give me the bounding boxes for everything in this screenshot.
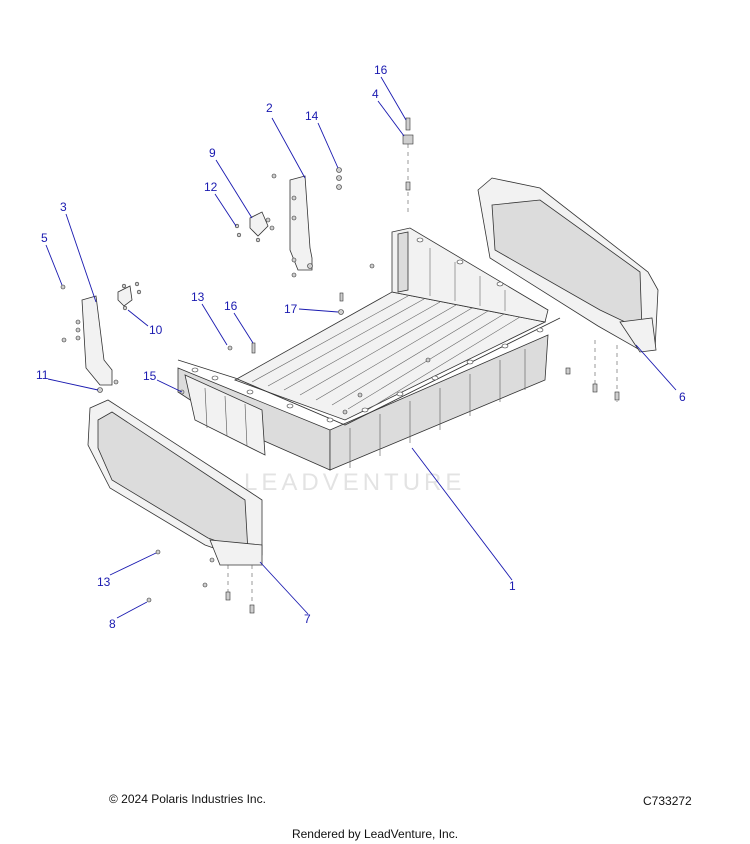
callout-7: 7 xyxy=(304,612,311,626)
callout-14: 14 xyxy=(305,109,319,123)
callout-12: 12 xyxy=(204,180,218,194)
cargo-box xyxy=(177,227,561,471)
callout-17: 17 xyxy=(284,302,298,316)
latch-assembly xyxy=(234,211,275,243)
callout-15: 15 xyxy=(143,369,157,383)
callout-13-top: 13 xyxy=(191,290,205,304)
callout-5: 5 xyxy=(41,231,48,245)
callout-10: 10 xyxy=(149,323,163,337)
retainer-and-screw xyxy=(402,117,414,215)
callout-numbers: 1 2 3 4 5 6 7 8 9 10 11 12 13 13 14 15 1… xyxy=(36,63,686,631)
rendered-by-text: Rendered by LeadVenture, Inc. xyxy=(291,827,459,841)
callout-13-bottom: 13 xyxy=(97,575,111,589)
callout-16-middle: 16 xyxy=(224,299,238,313)
callout-16-top: 16 xyxy=(374,63,388,77)
callout-4: 4 xyxy=(372,87,379,101)
hardware xyxy=(146,292,344,603)
latch-bracket xyxy=(117,281,142,311)
callout-8: 8 xyxy=(109,617,116,631)
callout-2: 2 xyxy=(266,101,273,115)
copyright-text: © 2024 Polaris Industries Inc. xyxy=(109,792,266,806)
callout-1: 1 xyxy=(509,579,516,593)
watermark: LEADVENTURE xyxy=(244,469,465,496)
nuts xyxy=(336,167,342,190)
diagram-id: C733272 xyxy=(643,794,692,808)
callout-9: 9 xyxy=(209,146,216,160)
left-side-panel xyxy=(87,399,263,614)
right-bracket xyxy=(271,173,375,278)
callout-11: 11 xyxy=(36,368,49,382)
callout-6: 6 xyxy=(679,390,686,404)
left-bracket xyxy=(60,284,119,393)
leader-lines xyxy=(45,76,677,619)
right-side-panel xyxy=(477,177,659,402)
callout-3: 3 xyxy=(60,200,67,214)
